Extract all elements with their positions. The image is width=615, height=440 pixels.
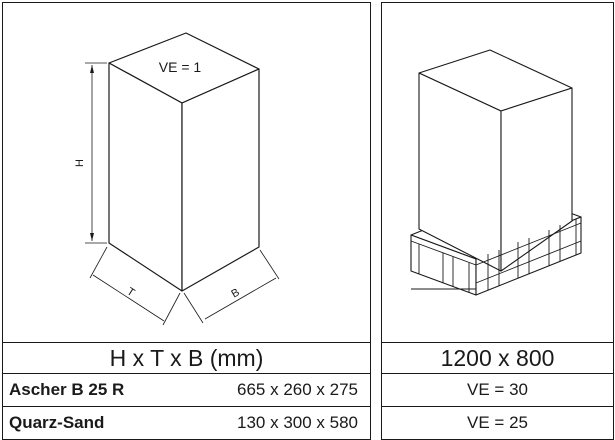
product-dimensions: 665 x 260 x 275	[237, 380, 358, 399]
units-per-pallet: VE = 25	[467, 413, 528, 432]
dimension-b-label: B	[229, 286, 241, 300]
table-row: Quarz-Sand 130 x 300 x 580	[3, 406, 370, 439]
dimensions-header: H x T x B (mm)	[3, 342, 370, 373]
product-name: Quarz-Sand	[9, 413, 105, 432]
dimension-h-label: H	[74, 159, 86, 167]
table-row: Ascher B 25 R 665 x 260 x 275	[3, 373, 370, 406]
box-right-face	[181, 68, 260, 292]
single-unit-panel: VE = 1 H T B H x T x B (mm) Ascher B 25 …	[2, 2, 371, 440]
box-dimension-illustration: VE = 1 H T B	[74, 32, 280, 326]
single-box-drawing: VE = 1 H T B	[3, 3, 370, 342]
box-left-face	[108, 62, 183, 292]
product-name: Ascher B 25 R	[9, 380, 125, 399]
table-row: VE = 25	[382, 406, 613, 439]
units-per-pallet: VE = 30	[467, 380, 528, 399]
pallet-size-header: 1200 x 800	[382, 342, 613, 373]
load-side-face	[500, 87, 573, 272]
pallet-drawing	[382, 3, 613, 342]
box-label: VE = 1	[159, 59, 202, 75]
dimension-t-label: T	[125, 286, 137, 300]
pallet-panel: 1200 x 800 VE = 30 VE = 25	[381, 2, 614, 440]
product-dimensions: 130 x 300 x 580	[237, 413, 358, 432]
table-row: VE = 30	[382, 373, 613, 406]
pallet-illustration	[410, 49, 582, 296]
